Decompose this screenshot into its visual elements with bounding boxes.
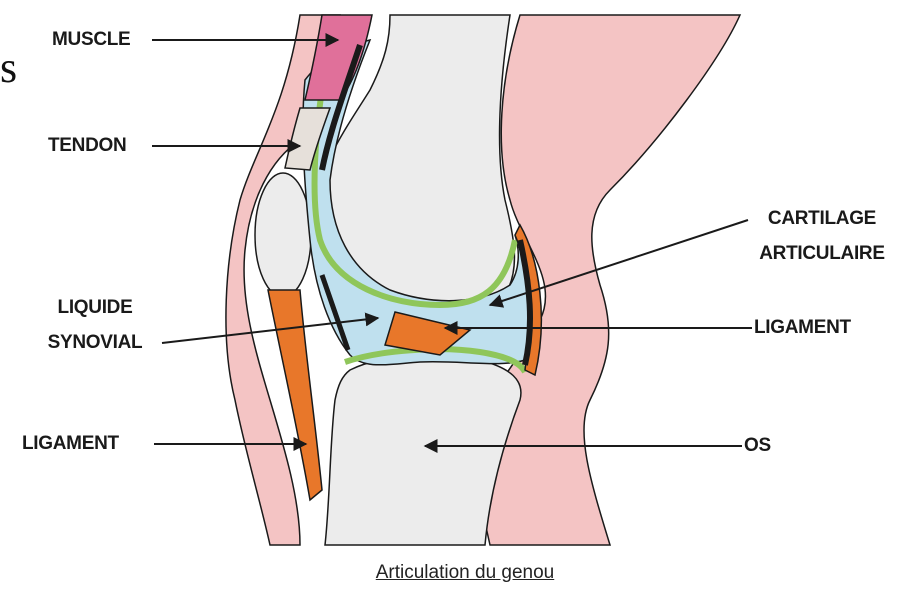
label-tendon: TENDON bbox=[48, 135, 126, 157]
label-cartilage-line2: ARTICULAIRE bbox=[737, 243, 907, 265]
diagram-caption: Articulation du genou bbox=[330, 562, 600, 584]
label-cartilage-line1: CARTILAGE bbox=[737, 208, 907, 230]
edge-glyph-text: s bbox=[0, 46, 17, 90]
label-synovial-line2: SYNOVIAL bbox=[30, 332, 160, 354]
label-muscle: MUSCLE bbox=[52, 29, 130, 51]
label-ligament-right: LIGAMENT bbox=[754, 317, 851, 339]
label-ligament-left: LIGAMENT bbox=[22, 433, 119, 455]
patella-bone bbox=[255, 173, 311, 297]
label-bone: OS bbox=[744, 435, 771, 457]
label-synovial-line1: LIQUIDE bbox=[30, 297, 160, 319]
